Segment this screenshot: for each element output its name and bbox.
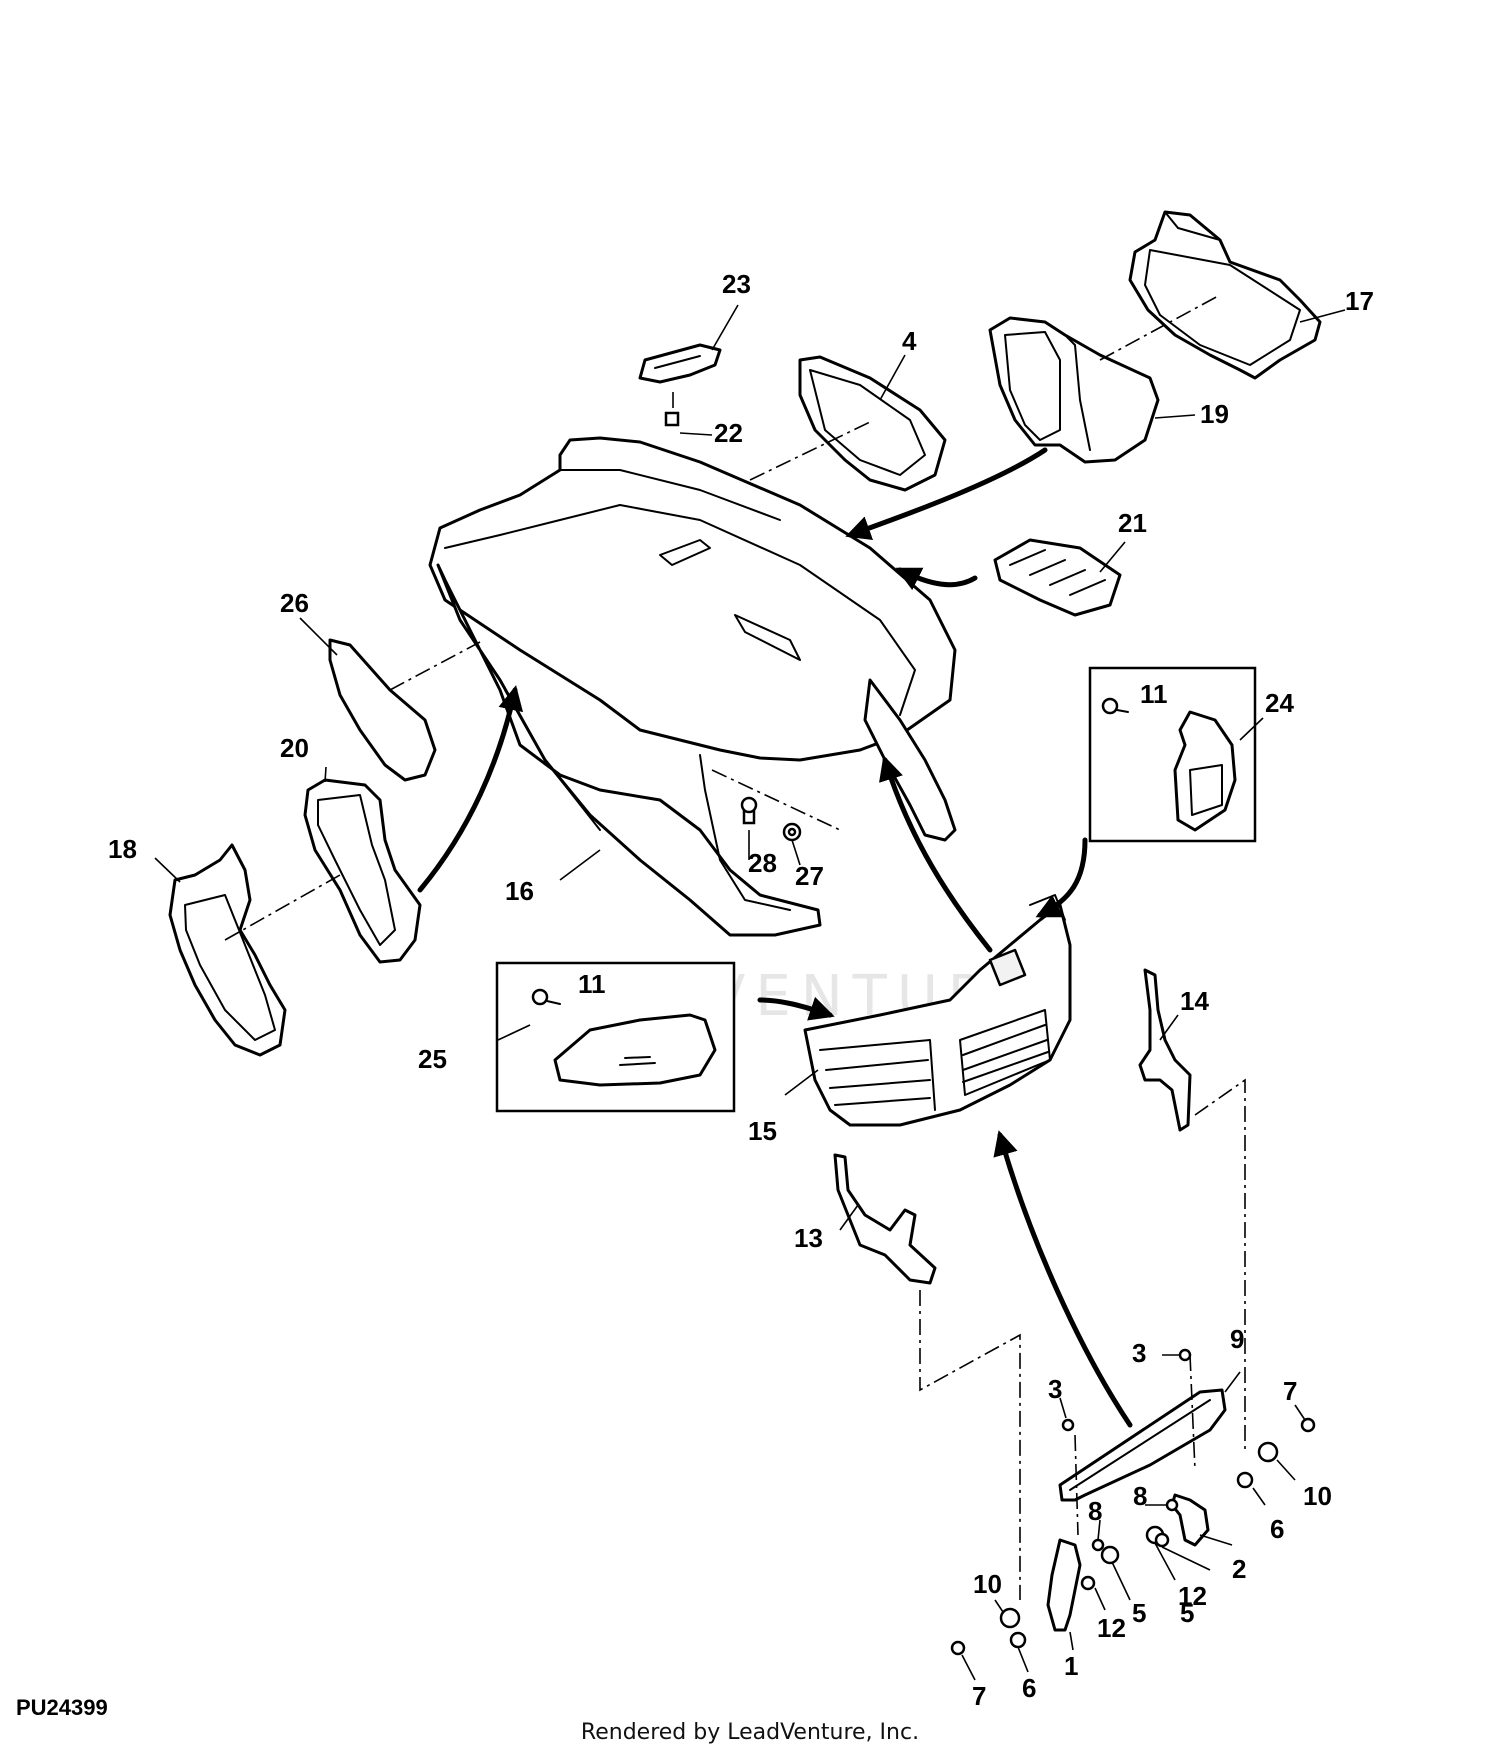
hardware-27-washer bbox=[782, 822, 802, 842]
callout-9: 9 bbox=[1230, 1324, 1244, 1354]
hardware-7-bolts bbox=[950, 1417, 1316, 1656]
assembly-arrows bbox=[417, 447, 1133, 1428]
leader-lines bbox=[154, 304, 1346, 1681]
part-1-bumper-bracket-left bbox=[1046, 1538, 1082, 1632]
callout-20: 20 bbox=[280, 733, 309, 763]
callout-12-right: 12 bbox=[1178, 1581, 1207, 1611]
part-17-side-panel-right bbox=[1128, 210, 1322, 380]
callout-3-right: 3 bbox=[1132, 1338, 1146, 1368]
callout-17: 17 bbox=[1345, 286, 1374, 316]
callout-8-right: 8 bbox=[1133, 1481, 1147, 1511]
callout-24: 24 bbox=[1265, 688, 1294, 718]
callout-2: 2 bbox=[1232, 1554, 1246, 1584]
callout-23: 23 bbox=[722, 269, 751, 299]
callout-10-left: 10 bbox=[973, 1569, 1002, 1599]
callout-18: 18 bbox=[108, 834, 137, 864]
part-18-grille-left bbox=[168, 843, 287, 1057]
part-14-bracket bbox=[1138, 968, 1192, 1132]
part-13-bracket bbox=[833, 1153, 937, 1285]
callout-1: 1 bbox=[1064, 1651, 1078, 1681]
callout-7-right: 7 bbox=[1283, 1376, 1297, 1406]
hardware-5-bolts bbox=[1100, 1525, 1165, 1565]
callout-10-right: 10 bbox=[1303, 1481, 1332, 1511]
callout-3-left: 3 bbox=[1048, 1374, 1062, 1404]
callout-11-inset-24: 11 bbox=[1140, 679, 1168, 709]
part-15-front-grille bbox=[803, 894, 1072, 1127]
callout-11-inset-25: 11 bbox=[578, 969, 606, 999]
inset-box-25 bbox=[495, 961, 736, 1113]
callout-7-left: 7 bbox=[972, 1681, 986, 1711]
assembly-centerlines bbox=[224, 294, 1246, 1600]
part-4-side-screen bbox=[798, 355, 947, 492]
hardware-12-washers bbox=[1080, 1532, 1170, 1591]
part-19-side-panel bbox=[988, 316, 1160, 464]
part-26-filter bbox=[328, 638, 437, 782]
hardware-6-lockwashers bbox=[1009, 1471, 1254, 1649]
part-20-side-screen-left bbox=[303, 778, 422, 964]
callout-19: 19 bbox=[1200, 399, 1229, 429]
hardware-28-screw bbox=[740, 796, 758, 825]
diagram-id-label: PU24399 bbox=[16, 1695, 108, 1720]
callout-8-left: 8 bbox=[1088, 1496, 1102, 1526]
hardware-10-nuts bbox=[999, 1441, 1279, 1629]
callout-5-left: 5 bbox=[1132, 1598, 1146, 1628]
render-credit: Rendered by LeadVenture, Inc. bbox=[580, 1720, 920, 1745]
callout-5-right: 5 bbox=[1180, 1598, 1194, 1628]
part-21-vent bbox=[993, 538, 1122, 617]
callout-16: 16 bbox=[505, 876, 534, 906]
callout-27: 27 bbox=[795, 861, 824, 891]
part-9-front-bumper bbox=[1058, 1388, 1227, 1502]
callout-6-left: 6 bbox=[1022, 1673, 1036, 1703]
hardware-8-nuts bbox=[1091, 1498, 1179, 1552]
callout-28: 28 bbox=[748, 848, 777, 878]
inset-box-24 bbox=[1088, 666, 1257, 843]
callout-13: 13 bbox=[794, 1223, 823, 1253]
callout-14: 14 bbox=[1180, 986, 1209, 1016]
callout-26: 26 bbox=[280, 588, 309, 618]
hardware-3-screws bbox=[1061, 1348, 1192, 1432]
callout-22: 22 bbox=[714, 418, 743, 448]
callout-4: 4 bbox=[902, 326, 917, 356]
part-22-clip bbox=[664, 411, 680, 427]
callout-25: 25 bbox=[418, 1044, 447, 1074]
part-16-hood bbox=[428, 436, 957, 937]
callout-21: 21 bbox=[1118, 508, 1147, 538]
part-23-emblem bbox=[638, 343, 722, 384]
callout-12-left: 12 bbox=[1097, 1613, 1126, 1643]
callout-15: 15 bbox=[748, 1116, 777, 1146]
callout-6-right: 6 bbox=[1270, 1514, 1284, 1544]
callout-labels: 23 22 4 17 19 21 26 20 18 16 28 27 11 24… bbox=[108, 269, 1374, 1711]
